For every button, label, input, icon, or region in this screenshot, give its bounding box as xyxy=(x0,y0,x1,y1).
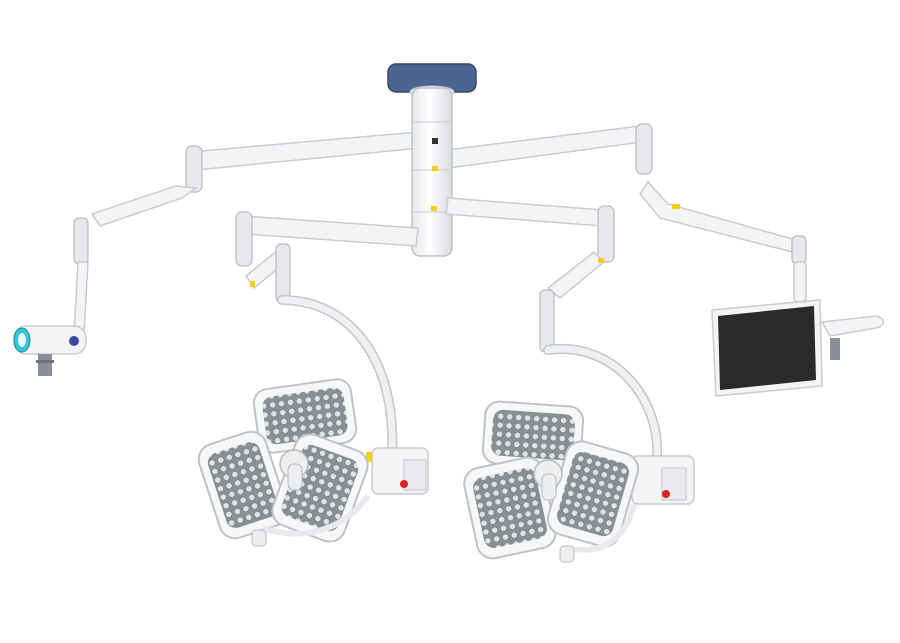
lamp-head-right xyxy=(546,440,640,548)
lamp-head-top xyxy=(252,378,358,454)
surgical-light-left[interactable] xyxy=(195,295,429,547)
upper-arm-left[interactable] xyxy=(90,131,421,227)
surgical-light-right[interactable] xyxy=(461,343,695,563)
upper-arm-right[interactable] xyxy=(445,123,802,256)
lamp-head-top xyxy=(481,400,585,470)
lamp-head-left xyxy=(197,430,289,540)
center-column xyxy=(411,87,453,257)
lower-arm-right[interactable] xyxy=(445,197,615,353)
camera[interactable] xyxy=(13,217,89,376)
lamp-head-left xyxy=(463,456,557,560)
monitor[interactable] xyxy=(711,235,885,397)
lower-arm-left[interactable] xyxy=(235,211,419,303)
